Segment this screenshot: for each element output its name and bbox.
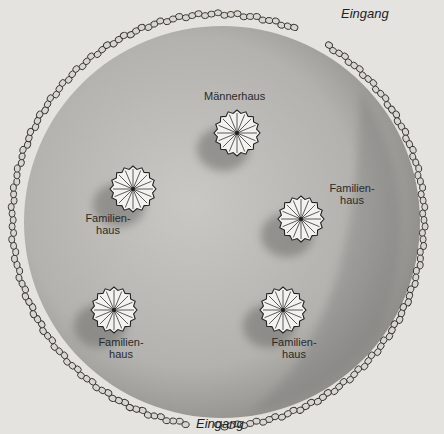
roof-rafter [133,189,153,190]
ground-shadow [250,90,401,412]
roof-rafter [125,171,133,190]
hut-name: Familien- haus [91,337,151,360]
roof-apex [235,131,239,135]
roof-rafter [119,175,133,189]
roof-rafter [223,133,237,147]
hut-symbol [214,110,260,156]
roof-rafter [283,310,303,311]
roof-rafter [283,296,297,310]
roof-rafter [283,310,291,329]
entrance-label: Eingang [196,416,244,431]
hut-roof [110,166,156,212]
roof-rafter [237,133,257,134]
roof-rafter [237,119,251,133]
palisade-post [290,23,299,31]
roof-rafter [283,310,297,324]
roof-apex [131,187,135,191]
roof-rafter [283,290,284,310]
roof-rafter [133,189,141,208]
roof-rafter [287,219,301,233]
entrance-label: Eingang [341,6,389,21]
palisade [8,10,428,430]
roof-apex [299,217,303,221]
roof-rafter [133,189,147,203]
roof-rafter [133,189,134,209]
palisade-post [9,223,15,230]
hut-roof [260,287,306,333]
roof-rafter [301,219,302,239]
roof-rafter [96,310,115,318]
hut-symbol [110,166,156,212]
roof-rafter [283,302,302,310]
hut-shadows [74,127,313,348]
roof-rafter [301,205,315,219]
palisade-post [175,13,183,20]
roof-rafter [263,310,283,311]
roof-rafter [269,296,283,310]
roof-rafter [275,292,283,311]
roof-rafter [265,310,284,318]
roof-rafter [114,310,122,329]
roof-rafter [217,133,237,134]
roof-rafter [133,181,152,189]
roof-rafter [223,119,237,133]
roof-rafter [114,310,115,330]
hut-name: Familien- haus [264,337,324,360]
roof-rafter [237,125,256,133]
roof-rafter [133,175,147,189]
roof-rafter [229,115,237,134]
roof-rafter [94,310,114,311]
roof-rafter [301,199,302,219]
roof-rafter [114,296,128,310]
roof-rafter [106,292,114,311]
village-ground [24,26,420,418]
roof-rafter [301,211,320,219]
hut-label: Familien- haus [322,183,382,206]
roof-rafter [287,205,301,219]
palisade-post [11,255,18,263]
roof-rafter [114,310,134,311]
roof-rafter [114,302,133,310]
roof-rafter [301,219,321,220]
roof-rafter [119,189,133,203]
hut-roof [91,287,137,333]
palisade-post [421,216,427,223]
roof-rafter [114,290,115,310]
hut-label: Familien- haus [264,337,324,360]
roof-rafter [100,296,114,310]
roof-rafter [115,189,134,197]
palisade-post [10,216,16,223]
hut-symbol [260,287,306,333]
roof-rafter [237,133,251,147]
hut-label: Männerhaus [204,91,265,103]
roof-rafter [113,189,133,190]
hut-roof [278,196,324,242]
roof-rafter [219,133,238,141]
roof-rafter [281,219,301,220]
roof-rafter [269,310,283,324]
roof-apex [112,308,116,312]
roof-rafter [283,219,302,227]
roof-rafter [283,310,284,330]
roof-rafter [114,310,128,324]
hut-label: Familien- haus [78,213,138,236]
hut-name: Familien- haus [78,213,138,236]
hut-symbol [91,287,137,333]
hut-symbol [278,196,324,242]
roof-rafter [133,169,134,189]
roof-apex [281,308,285,312]
hut-label: Familien- haus [91,337,151,360]
hut-name: Familien- haus [322,183,382,206]
hut-roof [214,110,260,156]
roof-rafter [237,133,238,153]
roof-rafter [237,133,245,152]
roof-rafter [100,310,114,324]
roof-rafter [293,201,301,220]
roof-rafter [301,219,315,233]
roof-rafter [237,113,238,133]
roof-rafter [301,219,309,238]
hut-name: Männerhaus [204,91,265,103]
